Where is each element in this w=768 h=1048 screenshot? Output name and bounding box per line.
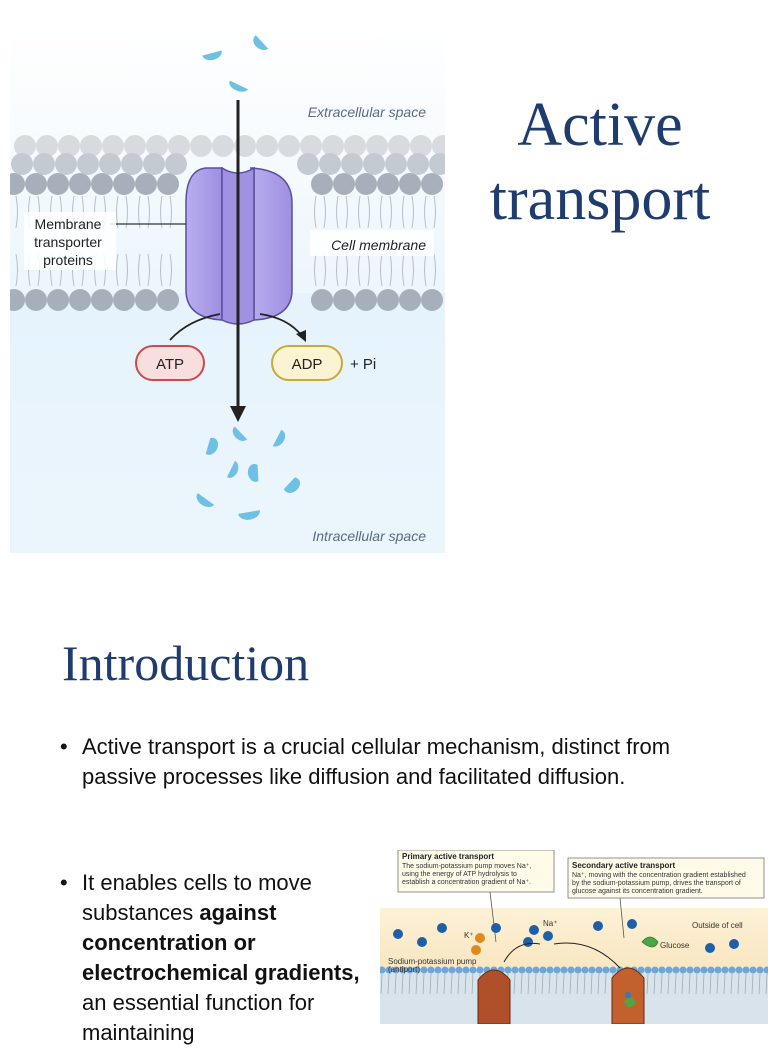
bullet-1-text: Active transport is a crucial cellular m… [60, 732, 740, 792]
bullet-1: • Active transport is a crucial cellular… [60, 732, 740, 792]
primary-callout-text-2: using the energy of ATP hydrolysis to [402, 871, 517, 878]
k-label: K⁺ [464, 931, 474, 940]
pi-label: + Pi [350, 356, 376, 373]
na-label: Na⁺ [543, 919, 557, 928]
pump-label-2: (antiport) [388, 965, 420, 974]
sodium-potassium-pump-figure: Primary active transport The sodium-pota… [380, 850, 768, 1024]
title-line-2: transport [440, 162, 760, 236]
secondary-callout-text-3: glucose against its concentration gradie… [572, 888, 703, 895]
intracellular-label: Intracellular space [312, 528, 426, 544]
bullet-dot: • [60, 868, 68, 898]
glucose-label: Glucose [660, 941, 690, 950]
bullet-2-pre: It enables cells to move substances [82, 870, 312, 925]
primary-callout-title: Primary active transport [402, 852, 494, 861]
primary-callout-text-1: The sodium-potassium pump moves Na⁺, [402, 863, 531, 870]
slide-title: Active transport [440, 88, 760, 236]
bullet-2: • It enables cells to move substances ag… [60, 868, 360, 1048]
adp-label: ADP [292, 356, 323, 373]
slide-introduction: Introduction • Active transport is a cru… [0, 600, 768, 1024]
figure-membrane [380, 967, 768, 1025]
atp-label: ATP [156, 356, 184, 373]
transporter-label-line1: Membrane [35, 216, 102, 232]
transporter-label-line2: transporter [34, 234, 102, 250]
secondary-callout-title: Secondary active transport [572, 861, 675, 870]
title-line-1: Active [440, 88, 760, 162]
secondary-callout-text-1: Na⁺, moving with the concentration gradi… [572, 872, 746, 879]
extracellular-label: Extracellular space [308, 104, 426, 120]
secondary-callout-text-2: by the sodium-potassium pump, drives the… [572, 880, 741, 887]
active-transport-diagram: Membrane transporter proteins Extracellu… [10, 28, 445, 553]
slide-active-transport: Membrane transporter proteins Extracellu… [0, 0, 768, 560]
cell-membrane-label: Cell membrane [331, 237, 426, 253]
pump-protein [478, 970, 510, 1024]
bullet-2-post: an essential function for maintaining [82, 990, 314, 1045]
transporter-label-line3: proteins [43, 252, 93, 268]
primary-callout-text-3: establish a concentration gradient of Na… [402, 879, 531, 886]
introduction-title: Introduction [62, 632, 309, 694]
bullet-2-text: It enables cells to move substances agai… [60, 868, 360, 1048]
outside-label: Outside of cell [692, 921, 743, 930]
bullet-dot: • [60, 732, 68, 762]
